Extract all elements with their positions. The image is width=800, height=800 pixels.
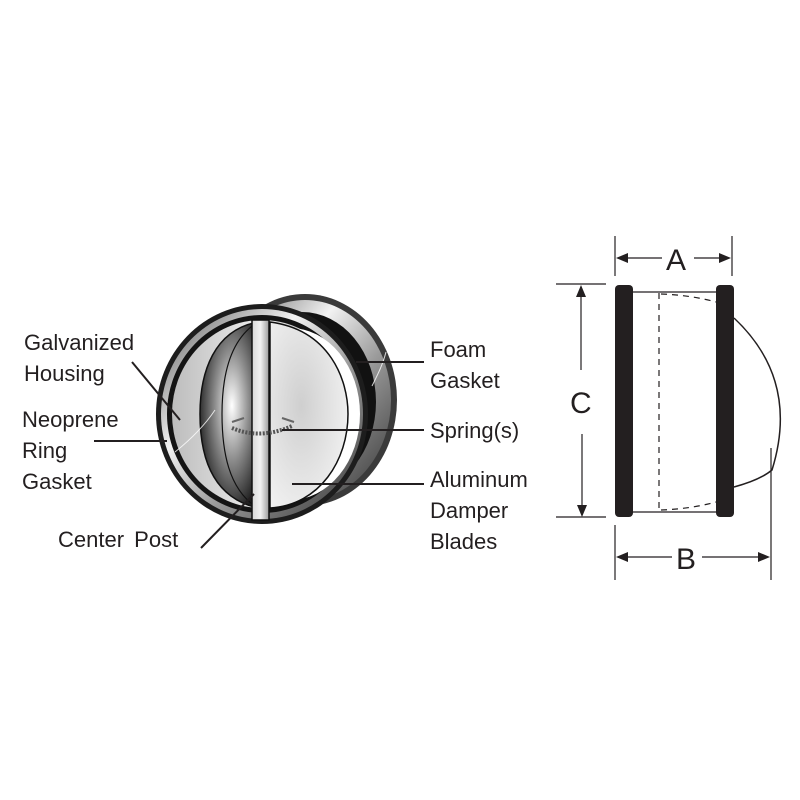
side-view-drawing — [556, 236, 782, 580]
center-post — [251, 319, 270, 521]
flange-right — [716, 285, 734, 517]
label-aluminum-damper-blades: Aluminum Damper Blades — [430, 467, 534, 554]
dimension-a-label: A — [666, 244, 686, 277]
dimension-c-label: C — [570, 387, 592, 420]
dimension-c: C — [570, 285, 592, 517]
damper-blade-right — [269, 321, 349, 509]
label-neoprene-ring-gasket: Neoprene Ring Gasket — [22, 407, 125, 494]
label-center-post: Center Post — [58, 527, 178, 552]
label-springs: Spring(s) — [430, 418, 519, 443]
flange-left — [615, 285, 633, 517]
springs — [231, 417, 295, 436]
damper-illustration — [156, 294, 397, 524]
dimension-b-label: B — [676, 543, 696, 576]
dimension-b: B — [616, 543, 770, 576]
leader-galvanized-housing — [131, 361, 181, 421]
dimension-a: A — [616, 244, 731, 277]
label-foam-gasket: Foam Gasket — [430, 337, 500, 393]
damper-blade-left — [199, 321, 259, 509]
label-galvanized-housing: Galvanized Housing — [24, 330, 140, 386]
leader-center-post — [200, 493, 255, 549]
